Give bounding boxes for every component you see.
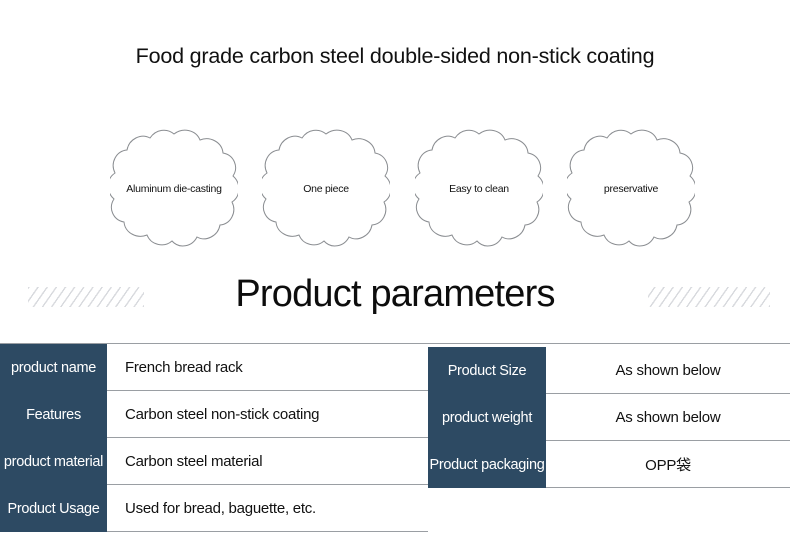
- param-key-cell: product material: [0, 438, 107, 485]
- product-parameters-table: product name French bread rack Features …: [0, 343, 790, 534]
- hatch-decoration-right: [648, 287, 770, 307]
- scalloped-flower-icon: [567, 129, 695, 247]
- table-row: product material Carbon steel material: [0, 438, 428, 485]
- param-key-cell: Features: [0, 391, 107, 438]
- table-row: Product Usage Used for bread, baguette, …: [0, 485, 428, 532]
- scalloped-flower-icon: [262, 129, 390, 247]
- scalloped-flower-icon: [415, 129, 543, 247]
- param-key-cell: Product Size: [428, 347, 546, 394]
- feature-badge-label: Aluminum die-casting: [126, 182, 222, 195]
- parameters-right-column: Product Size As shown below product weig…: [428, 344, 790, 488]
- param-value-cell: Carbon steel material: [125, 453, 263, 470]
- section-title-row: Product parameters: [0, 268, 790, 324]
- table-row: product weight As shown below: [428, 394, 790, 441]
- feature-badge: Easy to clean: [415, 128, 543, 250]
- feature-badge-label: preservative: [603, 182, 659, 195]
- param-value-cell: Carbon steel non-stick coating: [125, 406, 320, 423]
- param-value-cell: As shown below: [615, 362, 721, 379]
- table-row: Product packaging OPP袋: [428, 441, 790, 488]
- param-key-cell: Product Usage: [0, 485, 107, 532]
- section-title: Product parameters: [235, 273, 555, 315]
- feature-badge: One piece: [262, 128, 390, 250]
- hatch-decoration-left: [28, 287, 144, 307]
- parameters-left-column: product name French bread rack Features …: [0, 344, 428, 532]
- feature-badge-label: One piece: [303, 182, 349, 195]
- param-value-cell: Used for bread, baguette, etc.: [125, 500, 316, 517]
- feature-badge: preservative: [567, 128, 695, 250]
- param-value-cell: OPP袋: [645, 457, 691, 474]
- feature-badge-label: Easy to clean: [449, 182, 509, 195]
- table-row: Features Carbon steel non-stick coating: [0, 391, 428, 438]
- param-key-cell: Product packaging: [428, 441, 546, 488]
- table-spacer: [428, 344, 790, 347]
- feature-badge: Aluminum die-casting: [110, 128, 238, 250]
- param-key-cell: product weight: [428, 394, 546, 441]
- param-value-cell: French bread rack: [125, 359, 243, 376]
- param-key-cell: product name: [0, 344, 107, 391]
- feature-badge-row: Aluminum die-casting One piece Easy to c…: [0, 128, 790, 256]
- table-row: Product Size As shown below: [428, 347, 790, 394]
- param-value-cell: As shown below: [615, 409, 721, 426]
- scalloped-flower-icon: [110, 129, 238, 247]
- table-row: product name French bread rack: [0, 344, 428, 391]
- page-headline: Food grade carbon steel double-sided non…: [135, 44, 655, 68]
